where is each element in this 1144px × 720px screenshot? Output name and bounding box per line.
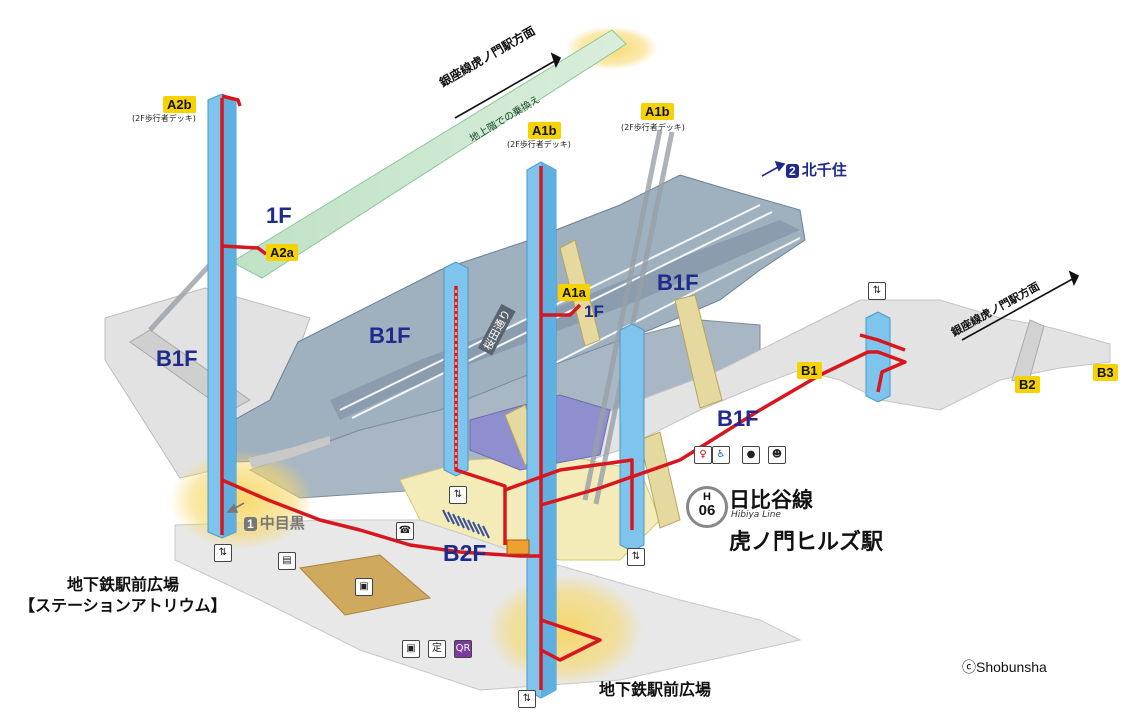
floor-center-b1f: B1F xyxy=(369,323,411,348)
floor-left-b1f: B1F xyxy=(156,346,198,371)
gate-marker xyxy=(506,539,530,555)
exit-b3-tag: B3 xyxy=(1093,364,1118,381)
ground-transfer-band xyxy=(230,29,627,279)
exit-a2b-note: (2F歩行者デッキ) xyxy=(132,114,196,123)
walkway xyxy=(248,436,330,468)
b1f-right-corridor xyxy=(559,299,1111,471)
toilet-icon: ♀ xyxy=(694,446,712,464)
plaza-title: 地下鉄駅前広場 xyxy=(599,680,712,699)
floor-right-b1f: B1F xyxy=(717,406,759,431)
exit-a1b-right-tag: A1b xyxy=(641,103,674,120)
elevator-icon: ⇅ xyxy=(627,548,645,566)
accessible-route xyxy=(220,94,907,690)
exit-a1b-center-tag: A1b xyxy=(528,122,561,139)
kitasenju-label: 北千住 xyxy=(801,162,847,179)
escalator-coil xyxy=(442,509,490,539)
exit-a2b-tag: A2b xyxy=(163,96,196,113)
nursing-room-icon: ● xyxy=(742,446,760,464)
phone-icon: ☎ xyxy=(396,522,414,540)
atrium-subtitle: 【ステーションアトリウム】 xyxy=(19,596,227,615)
nakameguro-number: 1 xyxy=(244,517,257,531)
nakameguro-label: 中目黒 xyxy=(259,515,305,532)
plaza-glow xyxy=(487,575,643,685)
elevator-icon: ⇅ xyxy=(214,544,232,562)
baby-icon: ☻ xyxy=(768,446,786,464)
floor-b2f: B2F xyxy=(443,540,487,566)
kitasenju-number: 2 xyxy=(786,164,799,178)
exit-b2-tag: B2 xyxy=(1015,376,1040,393)
accessible-icon: ♿ xyxy=(712,446,730,464)
line-name-ja: 日比谷線 xyxy=(729,488,813,512)
direction-arrows xyxy=(454,52,1080,341)
qr-ticket-icon: QR xyxy=(454,640,472,658)
elevator-icon: ⇅ xyxy=(518,690,536,708)
exit-b1-tag: B1 xyxy=(797,362,822,379)
floor-a1a-1f: 1F xyxy=(584,302,604,321)
exit-a2a-tag: A2a xyxy=(266,244,298,261)
locker-icon: ▤ xyxy=(278,552,296,570)
nakameguro-arrow xyxy=(226,502,245,513)
kitasenju-arrow xyxy=(761,160,786,177)
station-name: 虎ノ門ヒルズ駅 xyxy=(729,530,884,555)
atrium-glow xyxy=(170,450,314,550)
atrium-title: 地下鉄駅前広場 xyxy=(67,575,180,594)
exit-a1a-tag: A1a xyxy=(558,284,590,301)
line-number: 06 xyxy=(698,502,716,519)
fare-adjust-icon: 定 xyxy=(428,640,446,658)
elevator-icon: ⇅ xyxy=(868,282,886,300)
exit-a1b-center-note: (2F歩行者デッキ) xyxy=(507,140,571,149)
ticket-machine-icon: ▣ xyxy=(355,578,373,596)
line-name-en: Hibiya Line xyxy=(731,510,781,520)
floor-left-1f: 1F xyxy=(266,203,292,228)
line-letter: H xyxy=(703,491,711,503)
exit-a1b-right-note: (2F歩行者デッキ) xyxy=(621,123,685,132)
hibiya-line-badge: H 06 xyxy=(686,486,728,528)
copyright-credit: ⓒShobunsha xyxy=(962,659,1047,675)
ticket-machine-icon: ▣ xyxy=(402,640,420,658)
elevator-icon: ⇅ xyxy=(449,486,467,504)
floor-upper-b1f: B1F xyxy=(657,270,699,295)
